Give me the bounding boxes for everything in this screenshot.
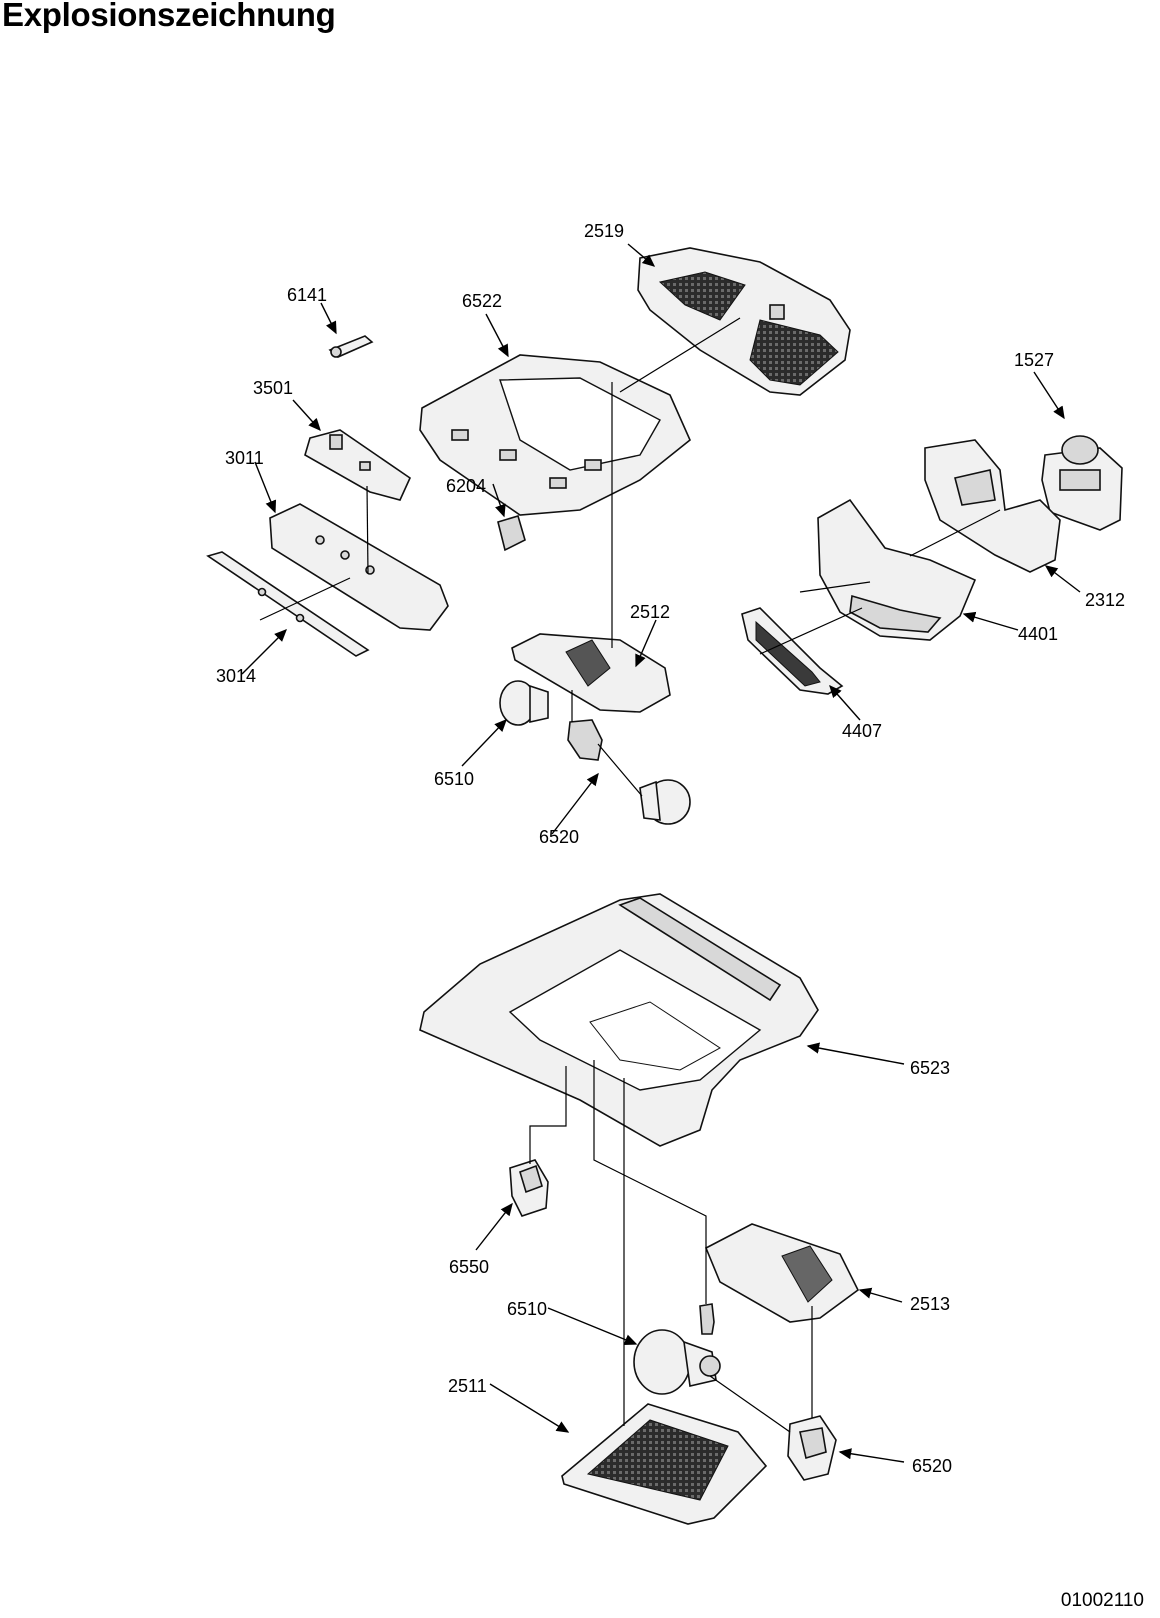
part-6520-socket-lower <box>787 1415 837 1481</box>
part-6523-base-tray <box>419 893 819 1147</box>
part-3011-front-housing <box>269 503 449 631</box>
label-6520-upper: 6520 <box>539 827 579 847</box>
label-6523: 6523 <box>910 1058 950 1078</box>
part-6510-bulb-upper <box>499 680 549 726</box>
label-6520-lower: 6520 <box>912 1456 952 1476</box>
label-6550: 6550 <box>449 1257 489 1277</box>
part-2512-lamp-cover <box>511 633 671 713</box>
part-3014-strip <box>206 551 370 657</box>
label-1527: 1527 <box>1014 350 1054 370</box>
lower-assembly-lines <box>529 1060 813 1433</box>
label-6510-upper: 6510 <box>434 769 474 789</box>
part-3501-board <box>304 429 412 501</box>
part-1527-motor <box>1041 435 1123 531</box>
label-6510-lower: 6510 <box>507 1299 547 1319</box>
part-6510-bulb-lower <box>633 1329 721 1395</box>
callout-arrows <box>241 243 1081 1463</box>
part-2312-duct <box>924 439 1061 573</box>
part-2511-grille <box>561 1403 768 1525</box>
label-4401: 4401 <box>1018 624 1058 644</box>
label-2519: 2519 <box>584 221 624 241</box>
upper-assembly-lines <box>259 317 1001 797</box>
part-2513-lamp-cover <box>704 1223 860 1323</box>
label-2513: 2513 <box>910 1294 950 1314</box>
document-number: 01002110 <box>1060 1590 1144 1611</box>
part-6550-switch <box>509 1159 549 1217</box>
part-2519-cover <box>637 247 851 396</box>
part-4407-grille <box>741 607 844 695</box>
part-4401-housing <box>817 498 977 641</box>
screw-lower <box>699 1303 715 1335</box>
label-2512: 2512 <box>630 602 670 622</box>
part-6204-switch <box>497 515 526 552</box>
part-labels: 2519 6141 6522 1527 3501 3011 6204 2312 … <box>216 221 1125 1476</box>
label-3014: 3014 <box>216 666 256 686</box>
page-title: Explosionszeichnung <box>2 0 336 33</box>
part-6520-socket-upper <box>567 719 691 825</box>
part-6141-pin <box>328 335 374 358</box>
label-2511: 2511 <box>448 1376 487 1396</box>
label-6522: 6522 <box>462 291 502 311</box>
label-2312: 2312 <box>1085 590 1125 610</box>
label-6204: 6204 <box>446 476 486 496</box>
part-6522-frame <box>419 354 691 516</box>
label-4407: 4407 <box>842 721 882 741</box>
label-6141: 6141 <box>287 285 327 305</box>
label-3011: 3011 <box>225 448 264 468</box>
label-3501: 3501 <box>253 378 293 398</box>
